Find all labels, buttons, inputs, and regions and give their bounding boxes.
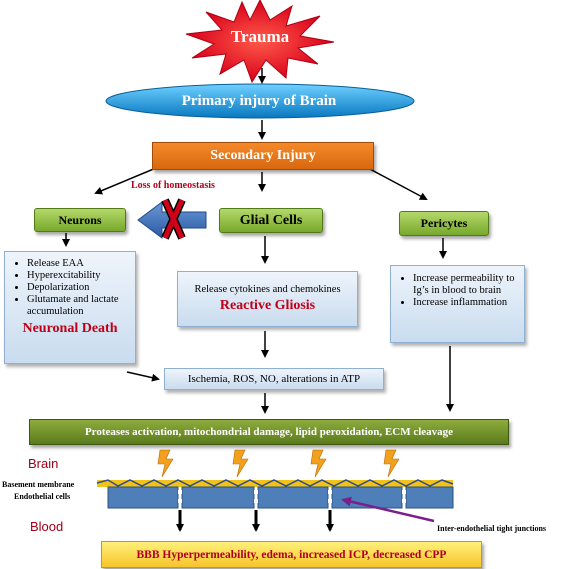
- trauma-label: Trauma: [230, 27, 290, 46]
- primary-injury-ellipse: [105, 83, 415, 119]
- neurons-box: Neurons: [34, 208, 126, 232]
- list-item: Glutamate and lactate accumulation: [27, 294, 135, 318]
- endothelial-cells: [107, 486, 454, 509]
- secondary-injury-box: Secondary Injury: [152, 142, 374, 170]
- ischemia-box: Ischemia, ROS, NO, alterations in ATP: [164, 368, 384, 390]
- neuron-effects-panel: Release EAA Hyperexcitability Depolariza…: [4, 251, 136, 364]
- endothelial-cells-label: Endothelial cells: [14, 492, 71, 501]
- list-item: Depolarization: [27, 282, 135, 294]
- leak-arrows: [176, 510, 334, 532]
- list-item: Increase inflammation: [413, 297, 524, 309]
- trauma-starburst: [185, 0, 335, 84]
- tight-junctions-label: Inter-endothelial tight junctions: [437, 524, 547, 533]
- pericytes-box: Pericytes: [399, 211, 489, 236]
- arrow-neuronpanel-ischemia: [126, 371, 160, 382]
- glial-release-text: Release cytokines and chemokines: [194, 284, 341, 295]
- arrow-secondary-pericytes: [367, 167, 428, 200]
- basement-membrane: [97, 480, 453, 487]
- blood-label: Blood: [30, 519, 64, 534]
- bbb-outcome-box: BBB Hyperpermeability, edema, increased …: [101, 541, 482, 568]
- primary-injury-label: Primary injury of Brain: [181, 92, 337, 109]
- neuron-effects-list: Release EAA Hyperexcitability Depolariza…: [5, 258, 135, 318]
- reactive-gliosis-label: Reactive Gliosis: [219, 298, 316, 313]
- brain-label: Brain: [28, 456, 59, 471]
- tight-junctions: [178, 490, 406, 503]
- loss-of-homeostasis-label: Loss of homeostasis: [131, 180, 215, 191]
- basement-fiber: [96, 479, 454, 487]
- arrow-secondary-neurons: [94, 167, 157, 195]
- basement-membrane-label: Basement membrane: [2, 480, 75, 489]
- proteases-box: Proteases activation, mitochondrial dama…: [29, 419, 509, 445]
- lightning-icons: [157, 449, 400, 478]
- glial-cells-box: Glial Cells: [219, 208, 323, 233]
- pericyte-effects-panel: Increase permeability to Ig’s in blood t…: [390, 265, 525, 343]
- glial-effects-panel: Release cytokines and chemokines Reactiv…: [177, 271, 358, 327]
- block-x-icon: [161, 198, 186, 240]
- list-item: Hyperexcitability: [27, 270, 135, 282]
- neuronal-death-label: Neuronal Death: [22, 321, 118, 336]
- junction-pointer-arrow: [341, 496, 435, 523]
- list-item: Release EAA: [27, 258, 135, 270]
- list-item: Increase permeability to Ig’s in blood t…: [413, 273, 524, 297]
- pericyte-effects-list: Increase permeability to Ig’s in blood t…: [391, 273, 524, 309]
